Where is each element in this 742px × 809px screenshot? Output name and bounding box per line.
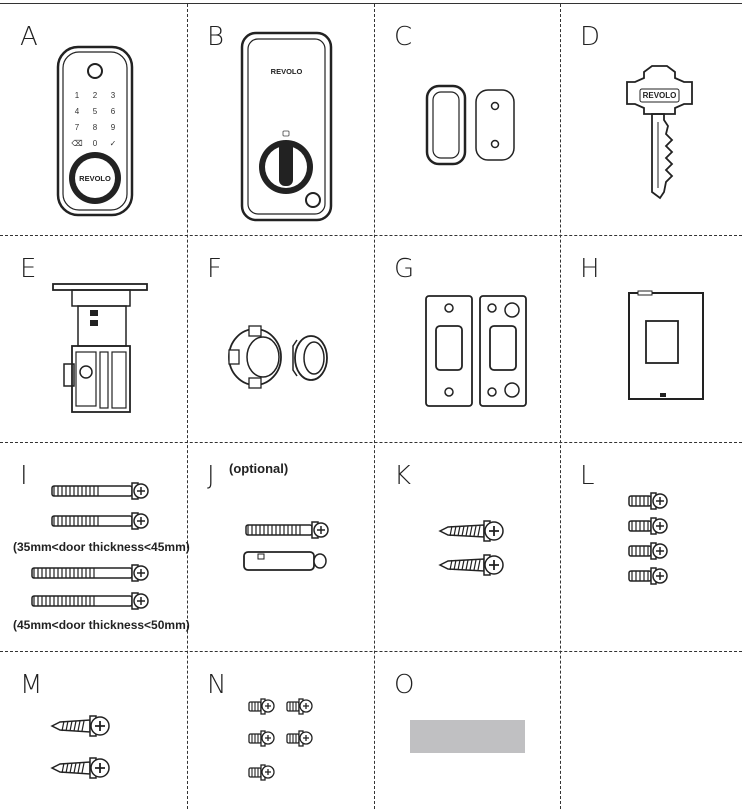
- part-letter: F: [207, 254, 222, 284]
- part-letter: K: [394, 461, 412, 491]
- strike-screws-icon: [50, 715, 110, 779]
- part-letter: O: [394, 670, 415, 700]
- keypad-key: 9: [111, 123, 116, 132]
- part-a-cell: A 1 2 3 4 5 6 7 8 9 ⌫ 0 ✓ REVOLO: [0, 4, 187, 235]
- part-k-cell: K: [374, 443, 560, 651]
- part-letter: B: [207, 22, 225, 52]
- long-bolts-icon: [31, 482, 149, 610]
- part-letter: J: [207, 461, 215, 491]
- keypad-key: 2: [93, 91, 98, 100]
- brand-logo: REVOLO: [79, 174, 111, 183]
- adhesive-pad-icon: [410, 720, 525, 753]
- optional-note: (optional): [229, 461, 289, 476]
- keypad-key: 4: [75, 107, 80, 116]
- part-o-cell: O: [374, 652, 560, 809]
- strike-plates-icon: [425, 295, 527, 407]
- part-j-cell: J (optional): [187, 443, 374, 651]
- front-keypad-lock-icon: 1 2 3 4 5 6 7 8 9 ⌫ 0 ✓ REVOLO: [56, 45, 134, 217]
- grid-divider: [187, 4, 188, 809]
- small-machine-screws-icon: [248, 698, 313, 781]
- part-l-cell: L: [560, 443, 742, 651]
- part-letter: N: [207, 670, 227, 700]
- part-letter: A: [20, 22, 38, 52]
- short-screws-icon: [628, 492, 668, 585]
- part-letter: M: [20, 670, 43, 700]
- part-i-cell: I: [0, 443, 190, 651]
- part-letter: E: [20, 254, 37, 284]
- part-letter: G: [394, 254, 415, 284]
- grid-divider: [0, 442, 742, 443]
- part-e-cell: E: [0, 236, 187, 442]
- part-m-cell: M: [0, 652, 187, 809]
- keypad-key: 5: [93, 107, 98, 116]
- keypad-key: 8: [93, 123, 98, 132]
- brand-logo: REVOLO: [271, 67, 303, 76]
- wood-screws-icon: [438, 520, 504, 576]
- keypad-key: 3: [111, 91, 116, 100]
- optional-bolt-and-sleeve-icon: [243, 521, 329, 571]
- part-letter: H: [580, 254, 600, 284]
- keypad-key: 1: [75, 91, 80, 100]
- keypad-key: ⌫: [71, 139, 82, 148]
- part-b-cell: B REVOLO: [187, 4, 374, 235]
- grid-divider: [374, 4, 375, 809]
- part-h-cell: H: [560, 236, 742, 442]
- part-letter: L: [580, 461, 595, 491]
- part-letter: C: [394, 22, 413, 52]
- grid-divider: [0, 651, 742, 652]
- brand-logo: REVOLO: [643, 91, 677, 100]
- keypad-key: 6: [111, 107, 116, 116]
- keypad-key: ✓: [110, 139, 117, 148]
- battery-cover-plate-icon: [628, 290, 704, 400]
- grid-divider: [0, 235, 742, 236]
- door-thickness-note: (45mm<door thickness<50mm): [13, 618, 190, 632]
- keypad-key: 0: [93, 139, 98, 148]
- door-thickness-note: (35mm<door thickness<45mm): [13, 540, 190, 554]
- part-f-cell: F: [187, 236, 374, 442]
- part-d-cell: D REVOLO: [560, 4, 742, 235]
- sensor-and-plate-icon: [425, 84, 515, 166]
- plastic-grommets-icon: [228, 325, 328, 389]
- part-g-cell: G: [374, 236, 560, 442]
- latch-bolt-icon: [52, 283, 148, 413]
- part-c-cell: C: [374, 4, 560, 235]
- part-letter: I: [20, 461, 28, 491]
- keypad-key: 7: [75, 123, 80, 132]
- key-icon: REVOLO: [626, 65, 693, 200]
- top-border: [0, 3, 742, 4]
- empty-cell: [560, 652, 742, 809]
- part-n-cell: N: [187, 652, 374, 809]
- rear-lock-assembly-icon: REVOLO: [240, 31, 333, 222]
- part-letter: D: [580, 22, 601, 52]
- grid-divider: [560, 4, 561, 809]
